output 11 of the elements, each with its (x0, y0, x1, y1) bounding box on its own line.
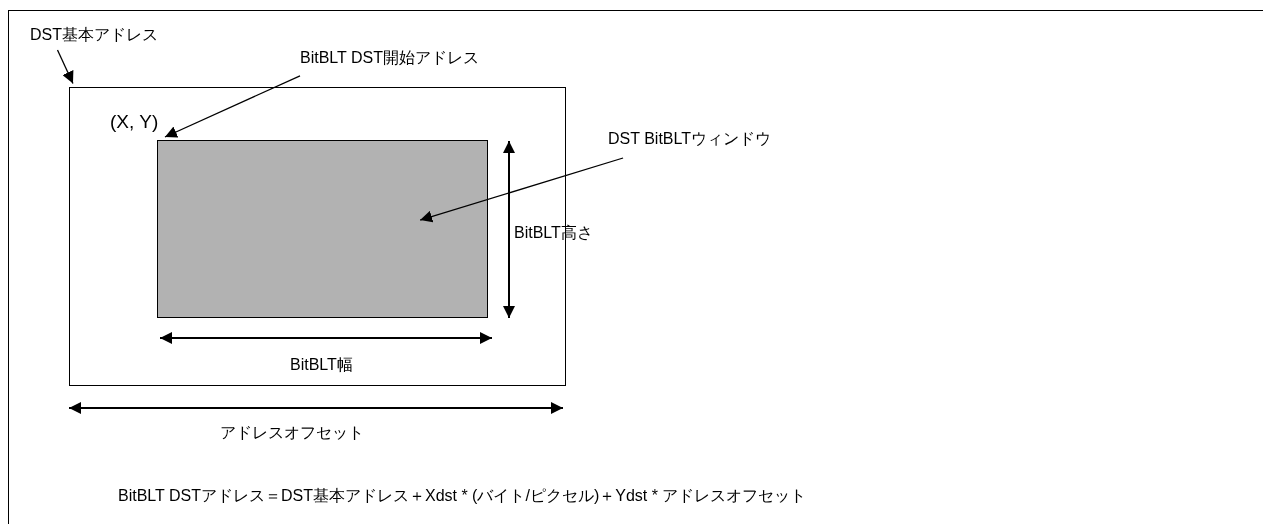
callout-text: DST基本アドレス (30, 24, 158, 46)
callout-text: BitBLT DST開始アドレス (300, 47, 479, 71)
dimension-label: BitBLT幅 (290, 355, 353, 375)
dimension-label: アドレスオフセット (220, 423, 364, 443)
formula-text: BitBLT DSTアドレス＝DST基本アドレス＋Xdst * (バイト/ピクセル)＋Ydst * アドレスオフセット (118, 486, 807, 506)
corner-label: (X, Y) (110, 111, 159, 133)
leader-arrow (164, 75, 301, 138)
leader-arrow (419, 157, 624, 223)
leader-arrow (56, 49, 74, 85)
window-rectangle (156, 139, 488, 318)
callout-text: DST BitBLTウィンドウ (608, 128, 771, 152)
